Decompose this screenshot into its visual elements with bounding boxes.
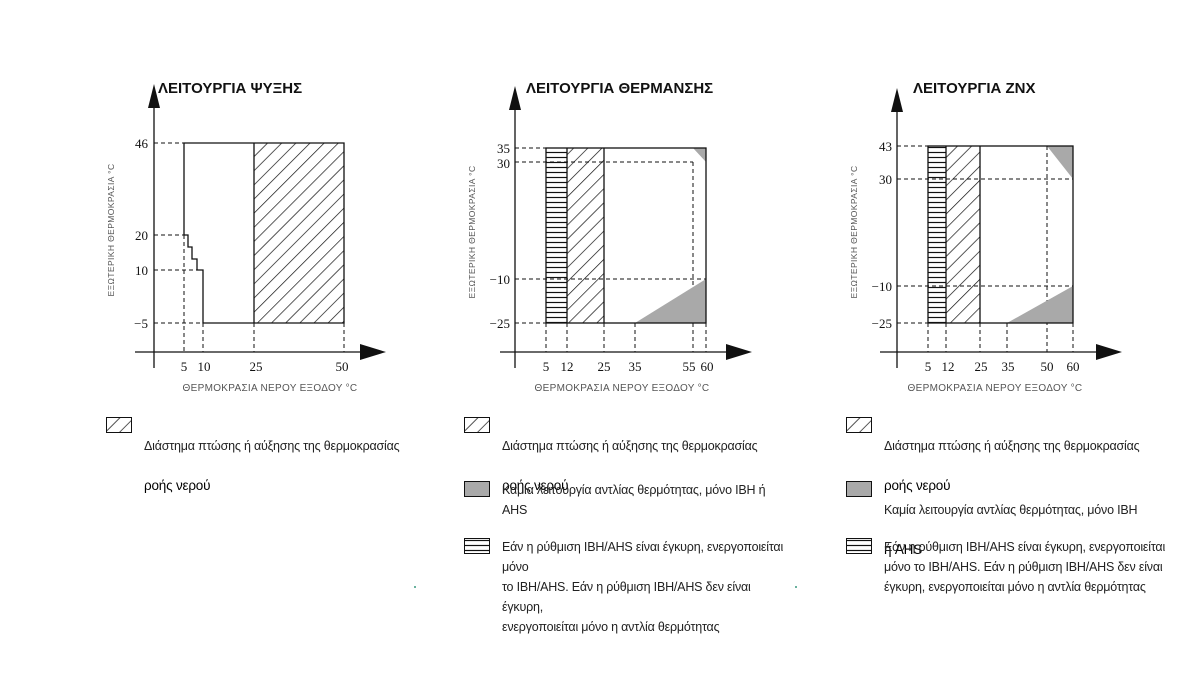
hatch-region <box>946 146 980 323</box>
operating-envelope <box>545 147 707 324</box>
horizontal-hatch-region <box>928 146 946 323</box>
grey-region <box>1047 146 1073 179</box>
hatch-swatch-icon <box>464 417 490 433</box>
chart-title: ΛΕΙΤΟΥΡΓΙΑ ΖΝΧ <box>913 80 1036 97</box>
grey-swatch-icon <box>846 481 872 497</box>
y-tick: 30 <box>879 172 892 187</box>
x-axis-label: ΘΕΡΜΟΚΡΑΣΙΑ ΝΕΡΟΥ ΕΞΟΔΟΥ °C <box>908 383 1083 394</box>
grey-region <box>1007 286 1073 323</box>
x-tick: 25 <box>975 359 988 374</box>
x-tick: 12 <box>561 359 574 374</box>
legend-label-line: Καμία λειτουργία αντλίας θερμότητας, μόν… <box>884 503 1138 517</box>
legend-item-grey: Καμία λειτουργία αντλίας θερμότητας, μόν… <box>846 480 1166 560</box>
legend-item-horizontal: Εάν η ρύθμιση IBH/AHS είναι έγκυρη, ενερ… <box>464 537 794 637</box>
x-tick: 10 <box>198 359 211 374</box>
legend-label: Εάν η ρύθμιση IBH/AHS είναι έγκυρη, ενερ… <box>884 540 1166 594</box>
legend-label-line: ή AHS <box>884 542 923 557</box>
grey-region <box>635 279 706 323</box>
legend-label-line: ροής νερού <box>144 478 211 493</box>
y-tick: 43 <box>879 139 892 154</box>
legend-label-line: Διάστημα πτώσης ή αύξησης της θερμοκρασί… <box>502 439 758 453</box>
hatch-swatch-icon <box>106 417 132 433</box>
horizontal-swatch-icon <box>846 538 872 554</box>
hatch-region <box>254 143 344 323</box>
grey-region <box>693 148 706 162</box>
axes <box>500 108 735 368</box>
x-tick: 50 <box>1041 359 1054 374</box>
y-tick: 20 <box>135 228 148 243</box>
x-tick: 50 <box>336 359 349 374</box>
y-tick: 30 <box>497 156 510 171</box>
y-tick: 35 <box>497 141 510 156</box>
x-tick: 35 <box>1002 359 1015 374</box>
legend-label-line: ροής νερού <box>502 478 569 493</box>
hatch-swatch-icon <box>846 417 872 433</box>
operating-envelope <box>183 142 345 324</box>
legend-item-hatch: Διάστημα πτώσης ή αύξησης της θερμοκρασί… <box>464 416 774 496</box>
stray-dot <box>414 586 416 588</box>
legend-item-horizontal: Εάν η ρύθμιση IBH/AHS είναι έγκυρη, ενερ… <box>846 537 1166 597</box>
hatch-region <box>567 148 604 323</box>
y-axis-label: ΕΞΩΤΕΡΙΚΗ ΘΕΡΜΟΚΡΑΣΙΑ °C <box>467 166 477 299</box>
legend-item-hatch: Διάστημα πτώσης ή αύξησης της θερμοκρασί… <box>846 416 1166 496</box>
y-axis-arrow <box>891 88 903 112</box>
x-axis-arrow <box>726 344 752 360</box>
legend-label-line: Διάστημα πτώσης ή αύξησης της θερμοκρασί… <box>144 439 400 453</box>
x-tick: 60 <box>701 359 714 374</box>
x-axis-label: ΘΕΡΜΟΚΡΑΣΙΑ ΝΕΡΟΥ ΕΞΟΔΟΥ °C <box>535 383 710 394</box>
y-axis-label: ΕΞΩΤΕΡΙΚΗ ΘΕΡΜΟΚΡΑΣΙΑ °C <box>106 164 116 297</box>
y-tick: 10 <box>135 263 148 278</box>
x-tick: 5 <box>925 359 932 374</box>
legend-label: Διάστημα πτώσης ή αύξησης της θερμοκρασί… <box>884 416 1140 496</box>
axes <box>135 104 370 368</box>
x-axis-label: ΘΕΡΜΟΚΡΑΣΙΑ ΝΕΡΟΥ ΕΞΟΔΟΥ °C <box>183 383 358 394</box>
chart-title: ΛΕΙΤΟΥΡΓΙΑ ΘΕΡΜΑΝΣΗΣ <box>526 80 713 97</box>
legend-item-grey: Καμία λειτουργία αντλίας θερμότητας, μόν… <box>464 480 774 520</box>
guide-lines <box>154 142 345 352</box>
x-tick: 12 <box>942 359 955 374</box>
legend-label: Καμία λειτουργία αντλίας θερμότητας, μόν… <box>884 480 1138 560</box>
y-axis-arrow <box>509 86 521 110</box>
x-axis-arrow <box>360 344 386 360</box>
y-tick: −25 <box>490 316 510 331</box>
x-tick: 5 <box>181 359 188 374</box>
legend-label-line: Διάστημα πτώσης ή αύξησης της θερμοκρασί… <box>884 439 1140 453</box>
legend-label: Εάν η ρύθμιση IBH/AHS είναι έγκυρη, ενερ… <box>502 540 784 634</box>
legend-label: Καμία λειτουργία αντλίας θερμότητας, μόν… <box>502 483 766 517</box>
x-axis-arrow <box>1096 344 1122 360</box>
y-tick: −10 <box>872 279 892 294</box>
legend-label: Διάστημα πτώσης ή αύξησης της θερμοκρασί… <box>144 416 400 496</box>
y-tick: −25 <box>872 316 892 331</box>
y-tick: −10 <box>490 272 510 287</box>
y-axis-label: ΕΞΩΤΕΡΙΚΗ ΘΕΡΜΟΚΡΑΣΙΑ °C <box>849 166 859 299</box>
x-tick: 60 <box>1067 359 1080 374</box>
x-tick: 25 <box>250 359 263 374</box>
operating-envelope <box>927 145 1074 324</box>
stray-dot <box>795 586 797 588</box>
grey-swatch-icon <box>464 481 490 497</box>
y-axis-arrow <box>148 84 160 108</box>
legend-label-line: ροής νερού <box>884 478 951 493</box>
y-tick: −5 <box>134 316 148 331</box>
x-tick: 5 <box>543 359 550 374</box>
axes <box>880 110 1105 368</box>
horizontal-hatch-region <box>546 148 567 323</box>
x-tick: 55 <box>683 359 696 374</box>
x-tick: 25 <box>598 359 611 374</box>
horizontal-swatch-icon <box>464 538 490 554</box>
legend-label: Διάστημα πτώσης ή αύξησης της θερμοκρασί… <box>502 416 758 496</box>
chart-title: ΛΕΙΤΟΥΡΓΙΑ ΨΥΞΗΣ <box>158 80 302 97</box>
legend-item-hatch: Διάστημα πτώσης ή αύξησης της θερμοκρασί… <box>106 416 406 496</box>
x-tick: 35 <box>629 359 642 374</box>
y-tick: 46 <box>135 136 149 151</box>
